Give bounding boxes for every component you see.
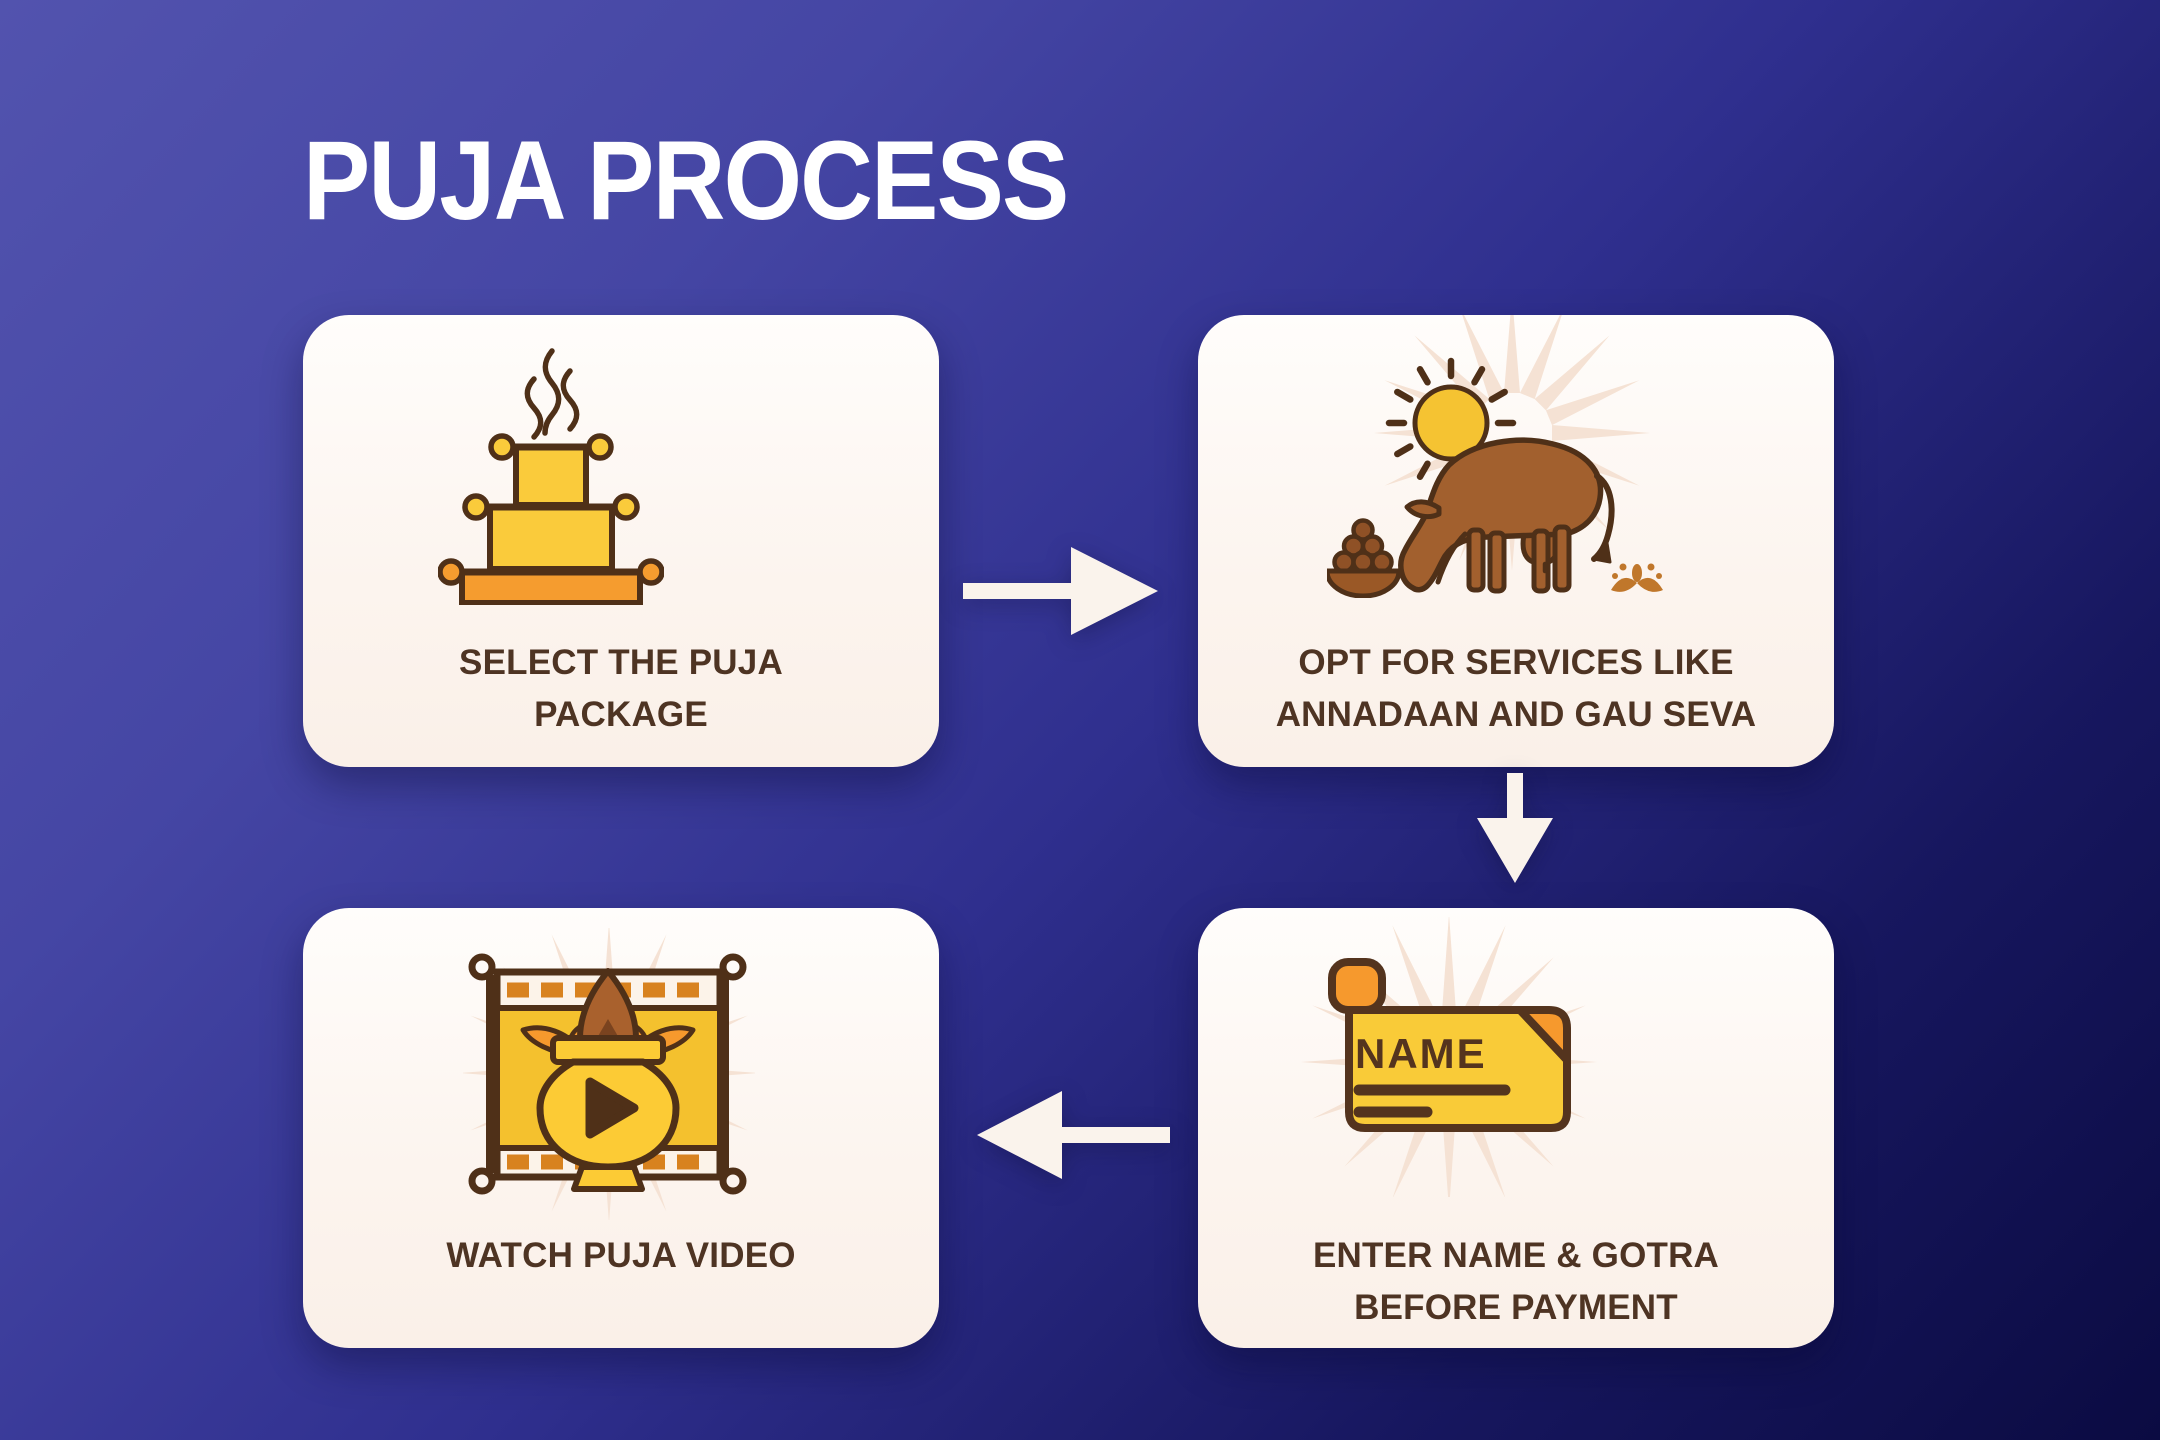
step-label-line1: OPT FOR SERVICES LIKE <box>1298 643 1734 682</box>
step-label-line2: ANNADAAN AND GAU SEVA <box>1275 695 1757 734</box>
page-title: PUJA PROCESS <box>303 118 1069 243</box>
smoke-icon <box>524 348 580 440</box>
plant-icon <box>1611 563 1663 592</box>
altar-tiers <box>438 433 664 605</box>
arrow-down-icon <box>1477 773 1553 883</box>
arrow-left-icon <box>977 1091 1170 1179</box>
sunburst-icon <box>1374 315 1650 571</box>
puja-video-icon <box>463 928 755 1220</box>
step-label: SELECT THE PUJA PACKAGE <box>321 637 921 741</box>
step-label: WATCH PUJA VIDEO <box>321 1230 921 1282</box>
annadaan-bowl-icon <box>1327 518 1402 598</box>
kalash-icon <box>520 968 696 1192</box>
step-card-watch-video: WATCH PUJA VIDEO <box>303 908 939 1348</box>
grazing-cow-icon <box>1327 315 1663 598</box>
arrow-right-icon <box>963 547 1158 635</box>
scroll-body <box>1345 1006 1571 1132</box>
scroll-curl-icon <box>1328 958 1386 1014</box>
step-card-opt-services: OPT FOR SERVICES LIKE ANNADAAN AND GAU S… <box>1198 315 1834 767</box>
step-label-line1: ENTER NAME & GOTRA <box>1312 1236 1720 1275</box>
scroll-name-text: NAME <box>1355 1030 1487 1077</box>
step-label: ENTER NAME & GOTRA BEFORE PAYMENT <box>1216 1230 1816 1334</box>
folded-corner-icon <box>1516 1006 1571 1064</box>
step-label-line1: SELECT THE PUJA <box>459 643 783 682</box>
step-card-select-package: SELECT THE PUJA PACKAGE <box>303 315 939 767</box>
step-label: OPT FOR SERVICES LIKE ANNADAAN AND GAU S… <box>1216 637 1816 741</box>
sunburst-icon <box>1301 917 1597 1197</box>
play-icon <box>585 1077 639 1139</box>
step-label-line1: WATCH PUJA VIDEO <box>446 1236 796 1275</box>
cow-icon <box>1398 437 1615 594</box>
step-card-enter-name-gotra: NAME ENTER NAME & GOTRA BEFORE PAYMENT <box>1198 908 1834 1348</box>
havan-altar-icon <box>438 348 664 605</box>
step-label-line2: BEFORE PAYMENT <box>1354 1288 1678 1327</box>
step-label-line2: PACKAGE <box>534 695 708 734</box>
name-scroll-icon: NAME <box>1301 917 1597 1197</box>
